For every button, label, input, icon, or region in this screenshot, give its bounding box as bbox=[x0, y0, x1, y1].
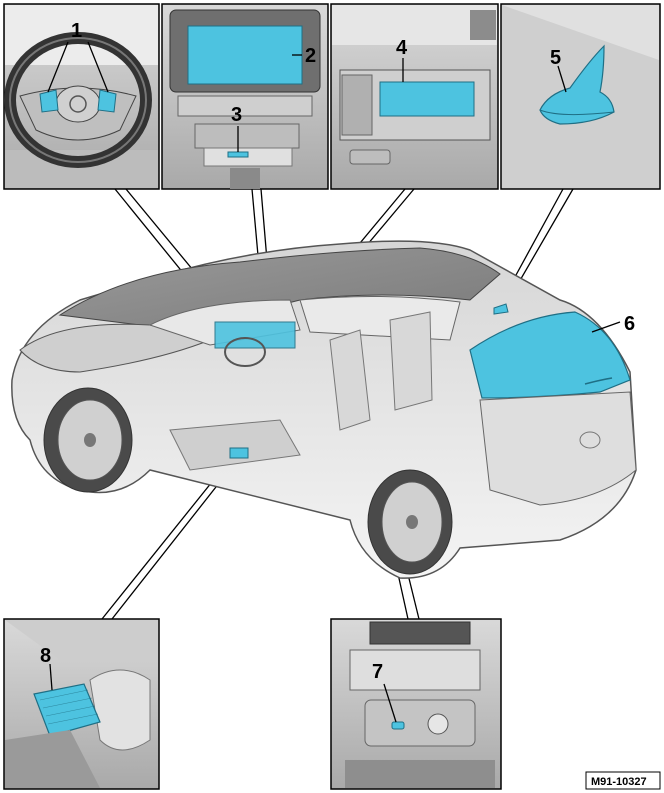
panel-glovebox: 4 bbox=[330, 3, 499, 190]
floor-module-marker bbox=[229, 447, 249, 459]
rear-usb-socket bbox=[391, 721, 405, 730]
panel-floor-module: 8 bbox=[3, 618, 160, 790]
panel-roof-antenna: 5 bbox=[500, 3, 661, 190]
vehicle-illustration: 6 bbox=[11, 240, 637, 579]
panel-dashboard: 2 3 bbox=[161, 3, 329, 190]
callout-7: 7 bbox=[372, 661, 383, 683]
reference-label: M91-10327 bbox=[585, 771, 661, 790]
floor-module bbox=[33, 683, 101, 737]
roof-antenna-icon bbox=[539, 44, 615, 125]
usb-socket bbox=[227, 151, 249, 158]
callout-6: 6 bbox=[624, 313, 635, 335]
callout-1: 1 bbox=[71, 20, 82, 42]
callout-3: 3 bbox=[231, 104, 242, 126]
callout-2: 2 bbox=[305, 45, 316, 67]
steering-wheel-hub bbox=[55, 85, 101, 123]
rear-wheel bbox=[367, 469, 453, 575]
vw-logo-icon bbox=[69, 95, 87, 113]
infotainment-display bbox=[187, 25, 303, 85]
callout-8: 8 bbox=[40, 645, 51, 667]
panel-steering-wheel: 1 bbox=[3, 3, 160, 190]
svg-text:M91-10327: M91-10327 bbox=[591, 776, 647, 788]
front-wheel bbox=[43, 387, 133, 493]
panel-rear-console: 7 bbox=[330, 618, 502, 790]
glovebox-module bbox=[379, 81, 475, 117]
vehicle-roof bbox=[58, 247, 501, 331]
callout-5: 5 bbox=[550, 47, 561, 69]
callout-4: 4 bbox=[396, 37, 408, 59]
